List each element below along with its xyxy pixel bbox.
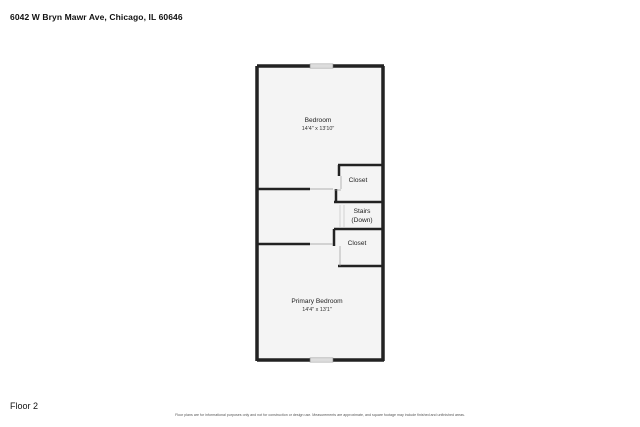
stairs-direction: (Down) xyxy=(351,217,372,224)
stairs-label: Stairs xyxy=(354,208,372,215)
door-openings xyxy=(310,176,342,266)
outer-walls xyxy=(255,64,385,362)
property-address: 6042 W Bryn Mawr Ave, Chicago, IL 60646 xyxy=(10,12,183,22)
closet-upper-label: Closet xyxy=(349,177,368,184)
window-bottom xyxy=(309,357,334,363)
disclaimer-text: Floor plans are for informational purpos… xyxy=(175,413,465,417)
floor-label: Floor 2 xyxy=(10,401,39,411)
stairs-treads xyxy=(339,205,345,227)
window-top xyxy=(309,63,334,69)
bedroom-dimensions: 14'4" x 13'10" xyxy=(302,126,335,132)
primary-bedroom-dimensions: 14'4" x 13'1" xyxy=(302,307,332,313)
closet-lower-label: Closet xyxy=(348,240,367,247)
primary-bedroom-label: Primary Bedroom xyxy=(291,298,343,305)
interior-walls xyxy=(257,163,383,268)
floor-area xyxy=(257,66,383,360)
bedroom-label: Bedroom xyxy=(305,117,332,124)
